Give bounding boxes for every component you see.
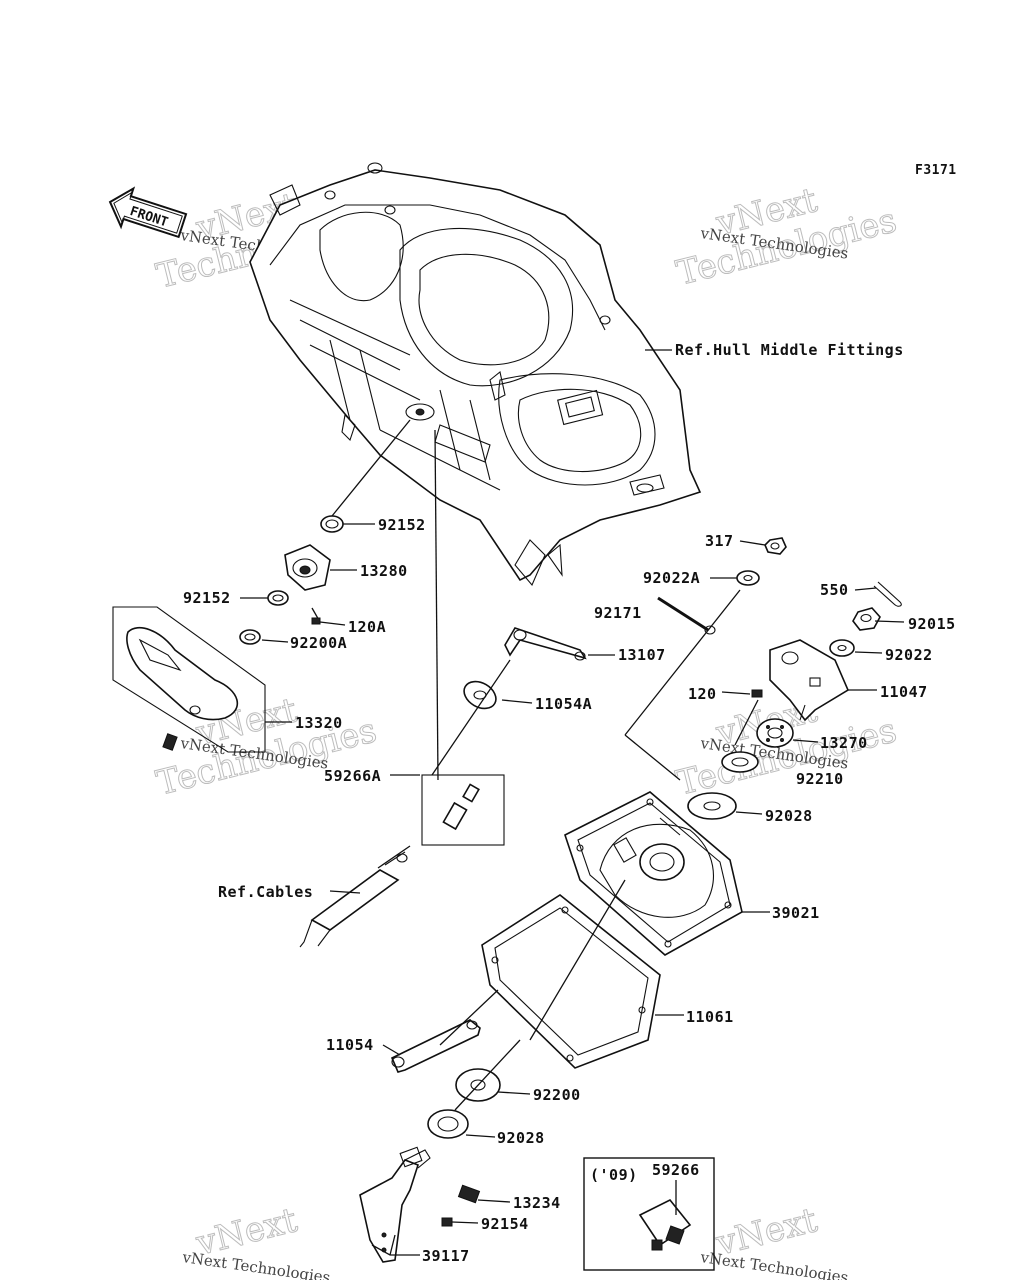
part-label-92152[interactable]: 92152 <box>183 589 231 607</box>
cotter-pin-part <box>873 581 902 607</box>
part-label-550[interactable]: 550 <box>820 581 849 599</box>
part-label-11047[interactable]: 11047 <box>880 683 928 701</box>
part-label-59266[interactable]: 59266 <box>652 1161 700 1179</box>
part-label-13270[interactable]: 13270 <box>820 734 868 752</box>
watermark-brand: vNext Technologies <box>180 1248 331 1280</box>
part-label-11061[interactable]: 11061 <box>686 1008 734 1026</box>
part-label-92200A[interactable]: 92200A <box>290 634 347 652</box>
part-label-92015[interactable]: 92015 <box>908 615 956 633</box>
part-label-13234[interactable]: 13234 <box>513 1194 561 1212</box>
screw-part <box>751 689 763 698</box>
year-box <box>583 1157 715 1271</box>
shaft-arm-part <box>359 1146 431 1263</box>
handle-group <box>112 606 266 753</box>
part-label-13280[interactable]: 13280 <box>360 562 408 580</box>
part-label-92152[interactable]: 92152 <box>378 516 426 534</box>
part-label-92028[interactable]: 92028 <box>497 1129 545 1147</box>
part-label-92022A[interactable]: 92022A <box>643 569 700 587</box>
housing-part <box>564 791 743 956</box>
part-label-317[interactable]: 317 <box>705 532 734 550</box>
part-label-92028[interactable]: 92028 <box>765 807 813 825</box>
washer-part <box>829 639 855 657</box>
hull-middle-fitting <box>249 162 702 587</box>
nut-part <box>764 537 787 555</box>
part-label-39117[interactable]: 39117 <box>422 1247 470 1265</box>
screw-part <box>311 607 321 625</box>
part-label-92171[interactable]: 92171 <box>594 604 642 622</box>
part-label-92200[interactable]: 92200 <box>533 1086 581 1104</box>
ref-hull-label[interactable]: Ref.Hull Middle Fittings <box>675 341 904 359</box>
washer-part <box>687 792 737 820</box>
cover-part <box>284 544 331 591</box>
part-label-39021[interactable]: 39021 <box>772 904 820 922</box>
lever-part <box>390 1019 481 1073</box>
ring-part <box>267 590 289 606</box>
lever-part <box>504 627 587 661</box>
part-label-120[interactable]: 120 <box>688 685 717 703</box>
part-label-11054[interactable]: 11054 <box>326 1036 374 1054</box>
gear-plate-part <box>756 718 794 748</box>
gasket-part <box>481 894 661 1069</box>
part-label-13107[interactable]: 13107 <box>618 646 666 664</box>
cable-part <box>299 851 408 948</box>
bolt-part <box>457 1184 481 1204</box>
screw-part <box>441 1217 453 1227</box>
ref-cables-label[interactable]: Ref.Cables <box>218 883 313 901</box>
bracket-part <box>769 639 850 722</box>
plate-part <box>463 680 497 710</box>
part-label-11054A[interactable]: 11054A <box>535 695 592 713</box>
watermark-brand: vNext Technologies <box>698 1248 849 1280</box>
washer-part <box>427 1109 469 1139</box>
pin-part <box>657 596 716 635</box>
part-label-120A[interactable]: 120A <box>348 618 386 636</box>
part-label-13320[interactable]: 13320 <box>295 714 343 732</box>
year-label: ('09) <box>590 1166 638 1184</box>
grommet-part <box>320 515 344 533</box>
part-label-92210[interactable]: 92210 <box>796 770 844 788</box>
washer-part <box>736 570 760 586</box>
washer-part <box>239 629 261 645</box>
front-arrow-icon: FRONT <box>108 186 188 239</box>
part-label-92154[interactable]: 92154 <box>481 1215 529 1233</box>
spring-part <box>721 751 759 773</box>
part-label-92022[interactable]: 92022 <box>885 646 933 664</box>
leader-lines <box>240 349 905 1256</box>
part-labels: Ref.Hull Middle Fittings Ref.Cables 9215… <box>183 341 956 1265</box>
nut-part <box>852 607 881 631</box>
figure-code: F3171 <box>915 163 957 178</box>
part-label-59266A[interactable]: 59266A <box>324 767 381 785</box>
adapter-box <box>421 774 505 846</box>
